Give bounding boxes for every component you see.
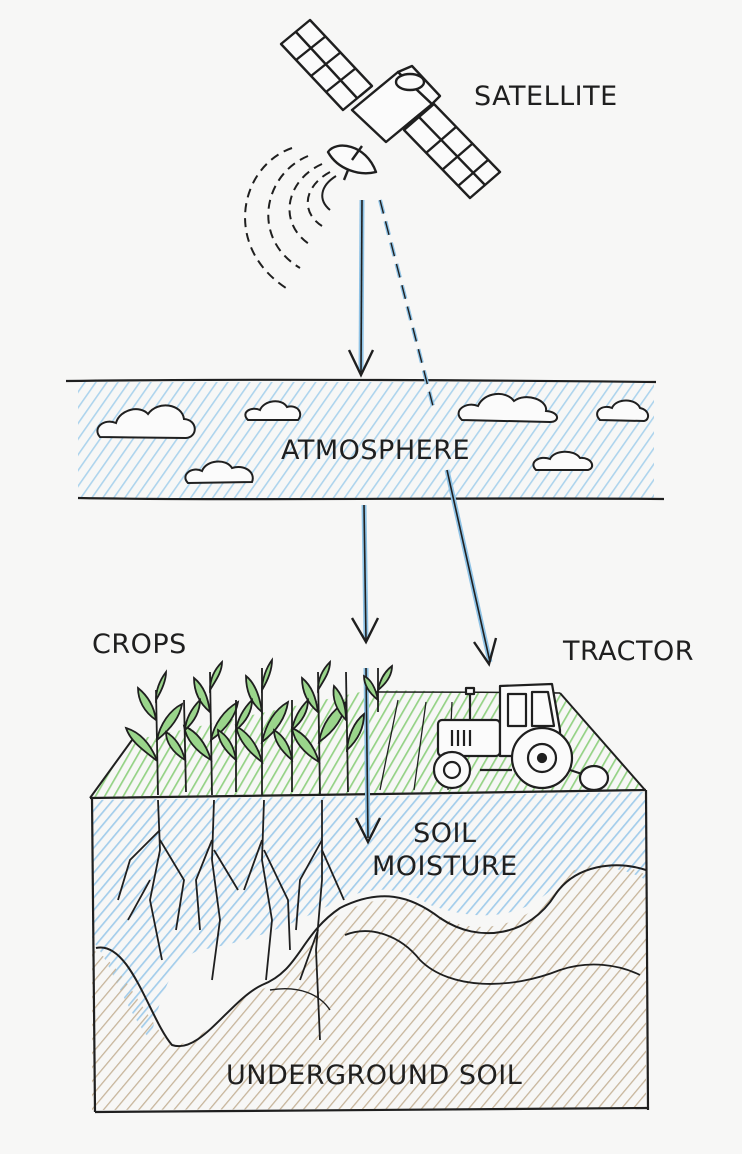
soil-moisture-label-line2: MOISTURE <box>372 850 518 882</box>
cloud-icon <box>596 399 650 423</box>
signal-arrow-icon <box>347 199 375 378</box>
root-icon <box>117 799 345 1041</box>
signal-arrow-icon <box>354 667 382 845</box>
crop-plant-icon <box>332 671 365 793</box>
satellite-label: SATELLITE <box>474 81 618 112</box>
soil-moisture-label: SOIL MOISTURE <box>372 818 518 884</box>
crops-label: CROPS <box>92 629 187 660</box>
atmosphere-label: ATMOSPHERE <box>281 435 471 466</box>
crop-plant-icon <box>273 697 309 792</box>
tractor-label: TRACTOR <box>563 636 695 667</box>
crop-plant-icon <box>217 697 253 792</box>
solar-panel-right <box>402 102 502 200</box>
solar-panel-left <box>279 18 374 112</box>
crop-plant-icon <box>124 669 184 796</box>
cloud-icon <box>244 400 302 421</box>
signal-arrow-icon <box>378 199 498 667</box>
underground-soil-label: UNDERGROUND SOIL <box>226 1060 523 1091</box>
tractor-icon <box>432 682 610 792</box>
soil-moisture-label-line1: SOIL <box>413 818 477 849</box>
crop-plant-icon <box>165 697 201 793</box>
satellite-icon <box>244 18 502 289</box>
soil-block <box>89 788 650 1114</box>
signal-arrow-icon <box>350 504 380 645</box>
atmosphere-band <box>65 378 665 501</box>
cloud-icon <box>96 404 196 440</box>
cloud-icon <box>184 460 254 485</box>
cloud-icon <box>457 393 558 424</box>
cloud-icon <box>532 450 594 471</box>
crop-plant-icon <box>363 664 393 712</box>
